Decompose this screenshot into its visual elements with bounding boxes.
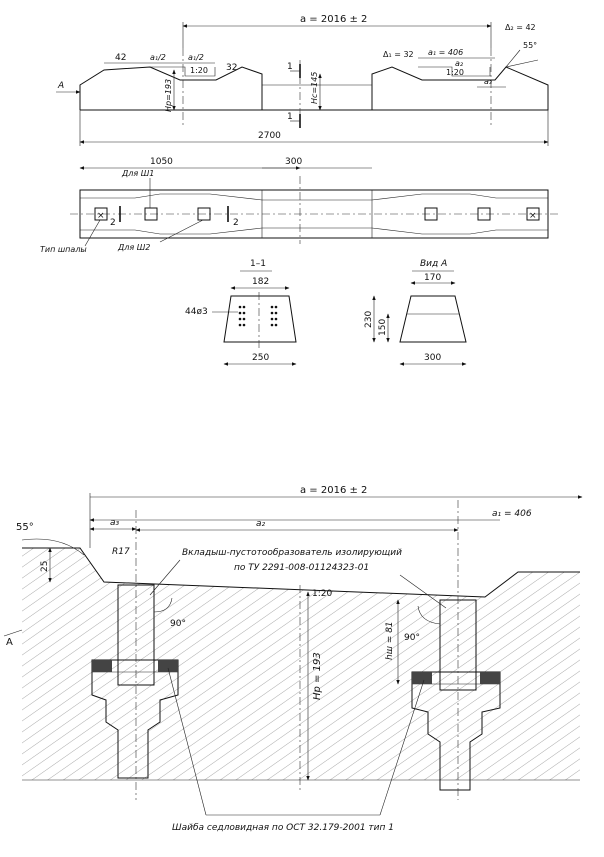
detail-angle-55: 55° bbox=[16, 522, 34, 533]
section-mark-top-label: 1 bbox=[287, 62, 293, 72]
dim-300: 300 bbox=[285, 157, 302, 167]
angle-90-right: 90° bbox=[404, 633, 420, 643]
top-width: 182 bbox=[252, 277, 269, 287]
a2-label: a₂ bbox=[455, 59, 464, 68]
angle-arc bbox=[153, 597, 173, 613]
sleeper-outline bbox=[79, 66, 549, 111]
slope-right: 1:20 bbox=[446, 68, 464, 77]
hp-label: Нр=193 bbox=[164, 79, 173, 112]
bottom-width: 250 bbox=[252, 353, 269, 363]
hsh-label: hш = 81 bbox=[385, 621, 395, 660]
leader bbox=[167, 667, 207, 816]
view-a-height-inner: 150 bbox=[378, 319, 388, 336]
leader bbox=[84, 219, 101, 247]
washer-block bbox=[158, 660, 178, 672]
rail-seat-left bbox=[150, 66, 216, 77]
angle-arc bbox=[21, 538, 85, 556]
dim-1050: 1050 bbox=[150, 157, 173, 167]
view-a-height-total: 230 bbox=[364, 311, 374, 328]
hole-sh2-right bbox=[477, 207, 491, 221]
label-for-sh2: Для Ш2 bbox=[117, 243, 150, 252]
hc-label: Нс=145 bbox=[310, 72, 319, 104]
insert-caption-line1: Вкладыш-пустотообразователь изолирующий bbox=[182, 548, 402, 558]
detail-radius: R17 bbox=[112, 547, 130, 557]
washer-block bbox=[412, 672, 432, 684]
label-for-sh1: Для Ш1 bbox=[121, 169, 154, 178]
side-a-label: A bbox=[6, 637, 13, 648]
detail-section: a = 2016 ± 2 a₁ = 406 a₃ a₂ 55° 25 R17 В… bbox=[3, 485, 583, 833]
section-mark-bottom-label: 1 bbox=[287, 112, 293, 122]
leader bbox=[159, 219, 204, 243]
marking-box-right bbox=[526, 207, 540, 221]
arrow-a-label: A bbox=[57, 81, 64, 91]
mark-2-left: 2 bbox=[110, 218, 116, 228]
view-a-top-width: 170 bbox=[424, 273, 441, 283]
leader bbox=[379, 679, 425, 816]
detail-slope: 1:20 bbox=[312, 589, 332, 599]
detail-dim-a: a = 2016 ± 2 bbox=[300, 485, 367, 496]
washer-caption: Шайба седловидная по ОСТ 32.179-2001 тип… bbox=[172, 823, 394, 833]
section-1-1: 1–1 182 44ø3 250 bbox=[185, 259, 297, 366]
wire-dots bbox=[238, 305, 278, 327]
dim-42-left: 42 bbox=[115, 53, 126, 63]
hole-sh1-right bbox=[424, 207, 438, 221]
anchor-right bbox=[411, 671, 501, 791]
leader bbox=[399, 574, 447, 609]
section-title: 1–1 bbox=[250, 259, 266, 269]
view-a-bottom-width: 300 bbox=[424, 353, 441, 363]
hole-sh2-left bbox=[197, 207, 211, 221]
side-a-leader bbox=[3, 629, 23, 637]
marking-box-left bbox=[94, 207, 108, 221]
dim-a1-half-left: a₁/2 bbox=[150, 53, 166, 62]
detail-dim-a3: a₃ bbox=[110, 518, 120, 528]
leader bbox=[149, 559, 181, 596]
view-a-title: Вид А bbox=[420, 259, 447, 269]
total-length-label: 2700 bbox=[258, 131, 281, 141]
angle-55: 55° bbox=[523, 41, 537, 50]
plan-view: 1050 300 × × Для Ш1 Для Ш2 Тип шпалы 2 2 bbox=[40, 157, 558, 254]
label-sleeper-type: Тип шпалы bbox=[40, 245, 87, 254]
washer-block bbox=[92, 660, 112, 672]
slope-left: 1:20 bbox=[190, 66, 208, 75]
washer-block bbox=[480, 672, 500, 684]
angle-lines bbox=[505, 49, 539, 68]
detail-top-profile bbox=[22, 547, 580, 598]
cross-mark: × bbox=[97, 211, 105, 221]
detail-dim-25: 25 bbox=[40, 561, 50, 572]
dim-32-left: 32 bbox=[226, 63, 237, 73]
angle-90-left: 90° bbox=[170, 619, 186, 629]
section-trapezoid bbox=[223, 295, 297, 343]
dim-a1-half-right: a₁/2 bbox=[188, 53, 204, 62]
delta1-label: Δ₁ = 32 bbox=[383, 50, 414, 59]
detail-dim-a2: a₂ bbox=[256, 519, 266, 529]
dim-a-label: a = 2016 ± 2 bbox=[300, 14, 367, 25]
view-a-outline bbox=[399, 295, 467, 343]
delta2-label: Δ₂ = 42 bbox=[505, 23, 536, 32]
side-elevation: a = 2016 ± 2 42 a₁/2 a₁/2 1:20 32 Нр=193… bbox=[56, 14, 549, 146]
detail-dim-a1: a₁ = 406 bbox=[492, 509, 532, 519]
plan-outline bbox=[79, 189, 549, 239]
a1-label: a₁ = 406 bbox=[428, 48, 463, 57]
hole-sh1-left bbox=[144, 207, 158, 221]
plan-inner-lines bbox=[80, 193, 548, 235]
anchor-left bbox=[91, 659, 179, 779]
detail-hp-label: Нр = 193 bbox=[312, 652, 323, 700]
cross-mark: × bbox=[529, 211, 537, 221]
view-a: Вид А 170 230 150 300 bbox=[364, 259, 467, 366]
angle-arc bbox=[417, 605, 441, 625]
insert-caption-line2: по ТУ 2291-008-01124323-01 bbox=[234, 563, 369, 573]
a3-label: a₃ bbox=[484, 77, 492, 86]
rail-seat-right bbox=[418, 66, 491, 77]
wires-label: 44ø3 bbox=[185, 307, 208, 317]
mark-2-right: 2 bbox=[233, 218, 239, 228]
